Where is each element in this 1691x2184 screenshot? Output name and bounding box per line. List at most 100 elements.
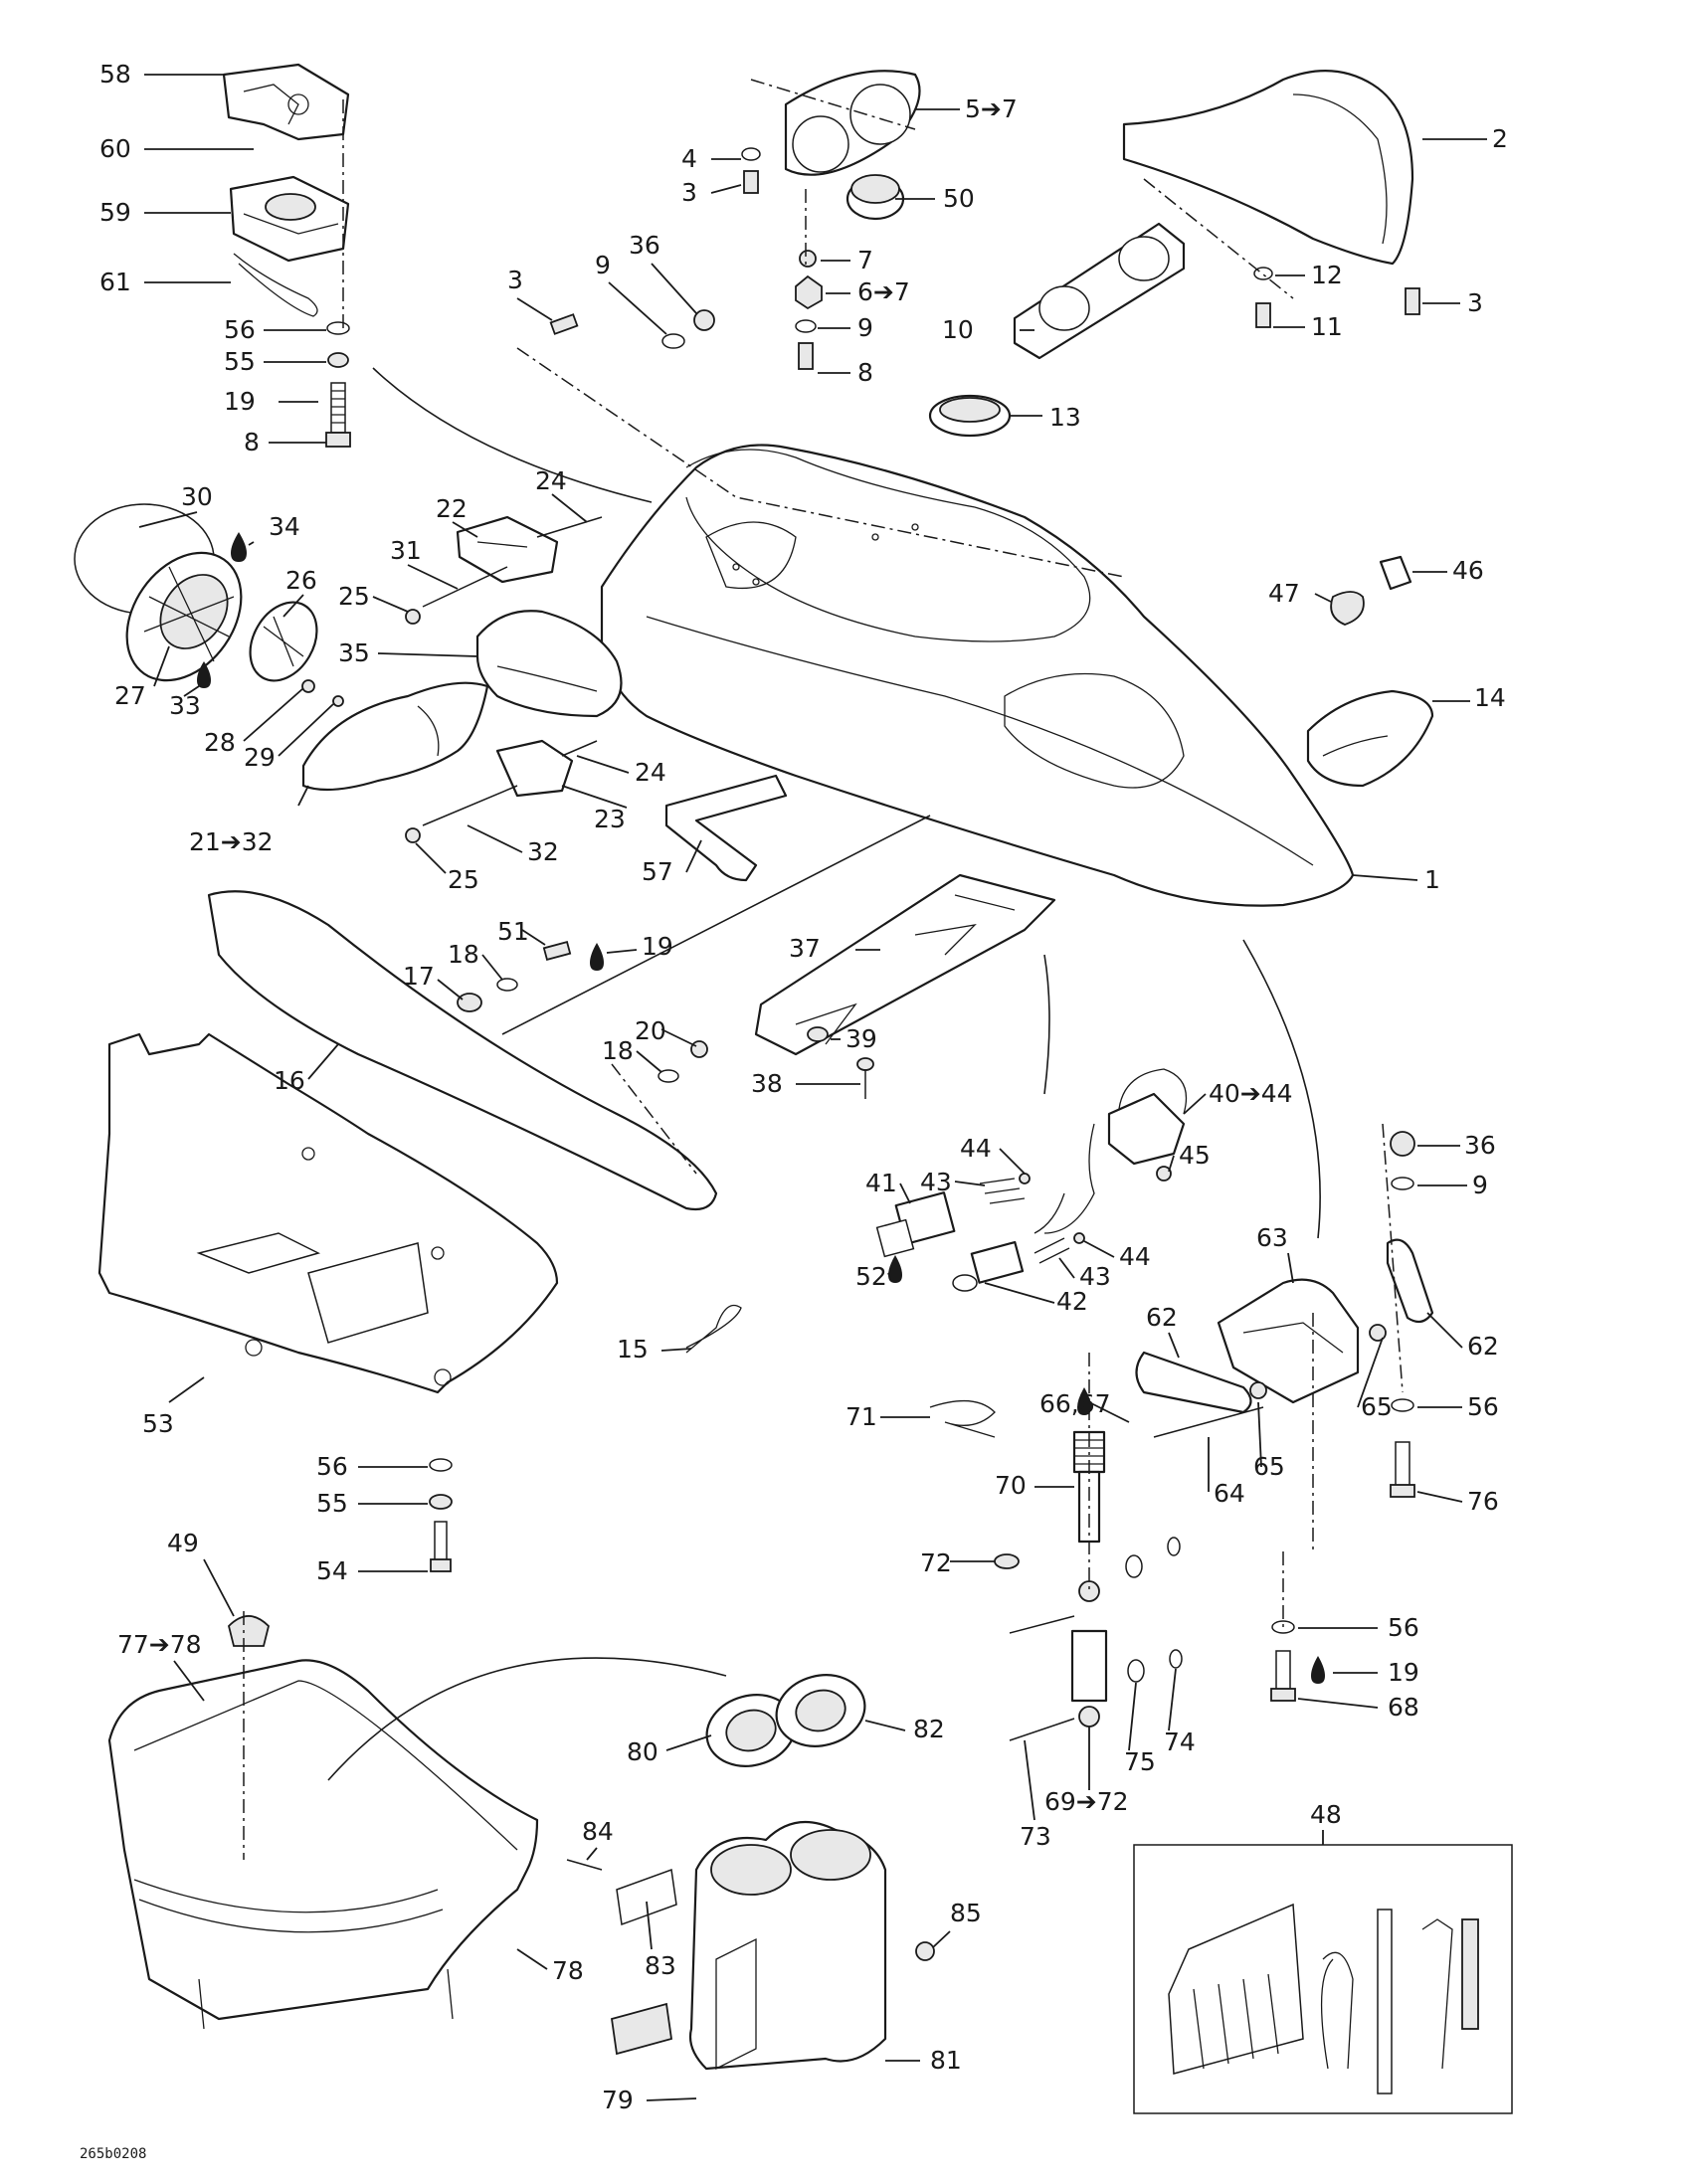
part-2-visor <box>1122 70 1414 266</box>
callout-3: 3 <box>507 266 523 294</box>
leader-line <box>1024 1739 1035 1821</box>
callout-56: 56 <box>1388 1613 1419 1642</box>
callout-60: 60 <box>99 134 131 163</box>
callout-labels: 58 60 59 61 56 55 19 8 5➔7 4 3 50 7 6➔7 … <box>99 60 1508 2114</box>
part-8-screw-b <box>798 342 814 370</box>
part-13-grommet <box>928 394 1012 438</box>
callout-28: 28 <box>204 728 236 757</box>
part-39-grommet <box>807 1026 829 1042</box>
part-68-bolt <box>1270 1650 1296 1702</box>
callout-51: 51 <box>497 917 529 946</box>
callout-61: 61 <box>99 268 131 296</box>
callout-37: 37 <box>789 934 821 963</box>
part-74-clip-b <box>1169 1649 1183 1669</box>
part-7-nut <box>799 250 817 268</box>
leader-line <box>516 297 553 321</box>
leader-line <box>586 1847 598 1861</box>
callout-72: 72 <box>920 1548 952 1577</box>
leader-line <box>932 1930 951 1948</box>
callout-35: 35 <box>338 638 370 667</box>
callout-12: 12 <box>1311 261 1343 289</box>
part-59-mount-block <box>229 175 350 263</box>
part-3-screw-c <box>1405 287 1420 315</box>
callout-74: 74 <box>1164 1728 1196 1756</box>
part-1-console-body <box>600 444 1355 907</box>
callout-52: 52 <box>855 1262 887 1291</box>
callout-44: 44 <box>960 1134 992 1163</box>
callout-7: 7 <box>857 246 873 274</box>
part-51-screw <box>542 940 572 962</box>
callout-8: 8 <box>244 428 260 456</box>
part-64-pin <box>1153 1406 1264 1438</box>
leader-line <box>203 1558 235 1617</box>
part-75-washer-b <box>1127 1659 1145 1683</box>
dash-line-6 <box>1312 1123 1404 1551</box>
leader-line <box>183 685 200 697</box>
part-72-bushing <box>994 1553 1020 1569</box>
part-5-gauge-bezel <box>784 70 921 176</box>
callout-18: 18 <box>448 940 479 969</box>
leader-line <box>407 564 459 590</box>
callout-21-to-32: 21➔32 <box>189 827 274 856</box>
part-65-bushing-b <box>1249 1381 1267 1399</box>
callout-27: 27 <box>114 681 146 710</box>
leader-line <box>282 594 304 618</box>
callout-4: 4 <box>681 144 697 173</box>
part-83-label <box>610 2002 673 2056</box>
part-58-bracket <box>222 63 350 141</box>
drawing-code: 265b0208 <box>80 2146 146 2162</box>
part-56-washer-b <box>1391 1398 1414 1412</box>
part-25-nut-a <box>405 609 421 625</box>
leader-line <box>307 1043 339 1080</box>
part-83-plate <box>616 1868 677 1926</box>
callout-70: 70 <box>995 1471 1027 1500</box>
leader-line <box>243 687 304 742</box>
leader-line <box>608 281 667 335</box>
callout-23: 23 <box>594 805 626 833</box>
callout-78: 78 <box>552 1956 584 1985</box>
part-84-rivet <box>566 1859 603 1871</box>
callout-82: 82 <box>913 1715 945 1743</box>
part-16-side-panel <box>207 890 718 1211</box>
leader-line <box>437 979 464 1001</box>
part-24-bolt-a <box>536 516 603 538</box>
callout-69-to-72: 69➔72 <box>1044 1787 1129 1816</box>
leader-line <box>551 493 588 523</box>
part-82-cover <box>775 1674 866 1747</box>
part-65-bushing-a <box>1369 1324 1387 1342</box>
callout-29: 29 <box>244 743 276 772</box>
leader-line <box>1297 1698 1379 1709</box>
callout-43: 43 <box>1079 1262 1111 1291</box>
part-53-lower-shield <box>97 1032 559 1394</box>
leader-line <box>521 929 546 946</box>
callout-64: 64 <box>1214 1479 1245 1508</box>
leader-line <box>606 949 638 954</box>
part-20-nut <box>690 1040 708 1058</box>
callout-83: 83 <box>645 1951 676 1980</box>
leader-line <box>1083 1240 1115 1258</box>
part-9-washer-c <box>1391 1177 1414 1190</box>
part-74-clip-a <box>1167 1537 1181 1556</box>
callout-48: 48 <box>1310 1800 1342 1829</box>
part-56-washer-c <box>429 1458 453 1472</box>
part-42-connector <box>952 1240 1025 1292</box>
leader-line <box>516 1948 548 1970</box>
callout-33: 33 <box>169 691 201 720</box>
callout-22: 22 <box>436 494 468 523</box>
part-34-drop <box>231 532 247 562</box>
callout-41: 41 <box>865 1169 897 1197</box>
part-63-bracket <box>1217 1278 1360 1404</box>
callout-54: 54 <box>316 1556 348 1585</box>
callout-11: 11 <box>1311 312 1343 341</box>
part-77-storage-bin <box>107 1659 539 2030</box>
callout-16: 16 <box>274 1066 305 1095</box>
callout-31: 31 <box>390 536 422 565</box>
leader-line <box>168 1376 205 1403</box>
callout-43: 43 <box>920 1168 952 1196</box>
part-44-terminal-b <box>1073 1232 1085 1244</box>
dash-line-3 <box>1143 178 1294 299</box>
part-11-screw <box>1255 302 1271 328</box>
part-10-gauge-plate <box>1013 222 1186 360</box>
callout-42: 42 <box>1056 1287 1088 1316</box>
leader-line <box>173 1660 205 1702</box>
